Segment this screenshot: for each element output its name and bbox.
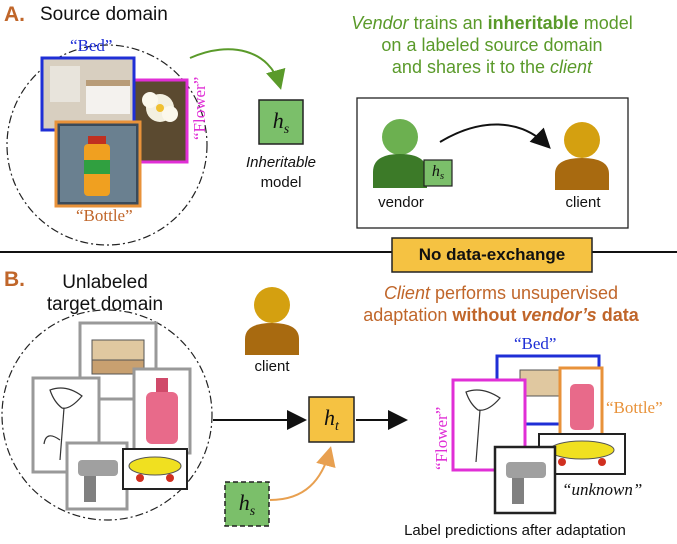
client-person-icon-b <box>245 287 299 355</box>
pred-bed-label: “Bed” <box>514 334 557 353</box>
pred-bottle-label: “Bottle” <box>606 398 663 417</box>
flower-label: “Flower” <box>190 76 209 140</box>
inheritable-model-symbol: hs <box>272 108 290 137</box>
faucet-sketch-image <box>65 441 129 511</box>
target-domain-title: Unlabeled target domain <box>46 272 164 315</box>
bed-label: “Bed” <box>70 36 113 55</box>
source-model-box-b <box>224 481 270 527</box>
bottle-image <box>54 120 142 208</box>
source-domain-circle <box>6 44 208 246</box>
model-caption: model <box>260 174 302 191</box>
pred-faucet-image <box>493 445 557 515</box>
vendor-model-badge-symbol: hs <box>431 163 445 182</box>
vendor-to-client-arrow <box>439 123 551 149</box>
flower-image <box>130 78 189 164</box>
client-label-a: client <box>565 194 601 211</box>
pred-bottle-image <box>558 366 604 442</box>
section-a-letter: A. <box>4 3 25 26</box>
target-model-box <box>308 396 355 443</box>
source-model-symbol-b: hs <box>238 490 256 519</box>
inheritable-caption: Inheritable <box>245 154 317 171</box>
pred-unknown-label: “unknown” <box>562 480 643 499</box>
bottle-label: “Bottle” <box>76 206 133 225</box>
no-data-exchange-banner <box>391 237 593 273</box>
source-domain-title: Source domain <box>40 4 168 25</box>
target-model-symbol: ht <box>324 405 339 434</box>
inheritable-model-box <box>258 99 304 145</box>
skateboard-sketch-image <box>122 448 188 490</box>
pred-flower-image <box>451 378 527 472</box>
client-label-b: client <box>254 358 290 375</box>
vendor-person-icon <box>373 119 427 188</box>
section-a-description: Vendor trains an inheritable model on a … <box>351 13 633 77</box>
soap-sketch-image <box>132 367 192 455</box>
client-person-icon-a <box>555 122 609 190</box>
share-arrow <box>189 48 286 90</box>
predictions-caption: Label predictions after adaptation <box>404 522 626 539</box>
target-domain-circle <box>1 309 213 521</box>
pred-flower-label: “Flower” <box>432 406 451 470</box>
vendor-model-badge <box>423 159 453 187</box>
section-b-description: Client performs unsupervised adaptation … <box>363 283 639 325</box>
section-b-letter: B. <box>4 268 25 291</box>
bed-image <box>40 56 136 132</box>
banner-text: No data-exchange <box>418 245 566 264</box>
inherit-arrow <box>269 446 336 501</box>
vendor-label: vendor <box>378 194 424 211</box>
